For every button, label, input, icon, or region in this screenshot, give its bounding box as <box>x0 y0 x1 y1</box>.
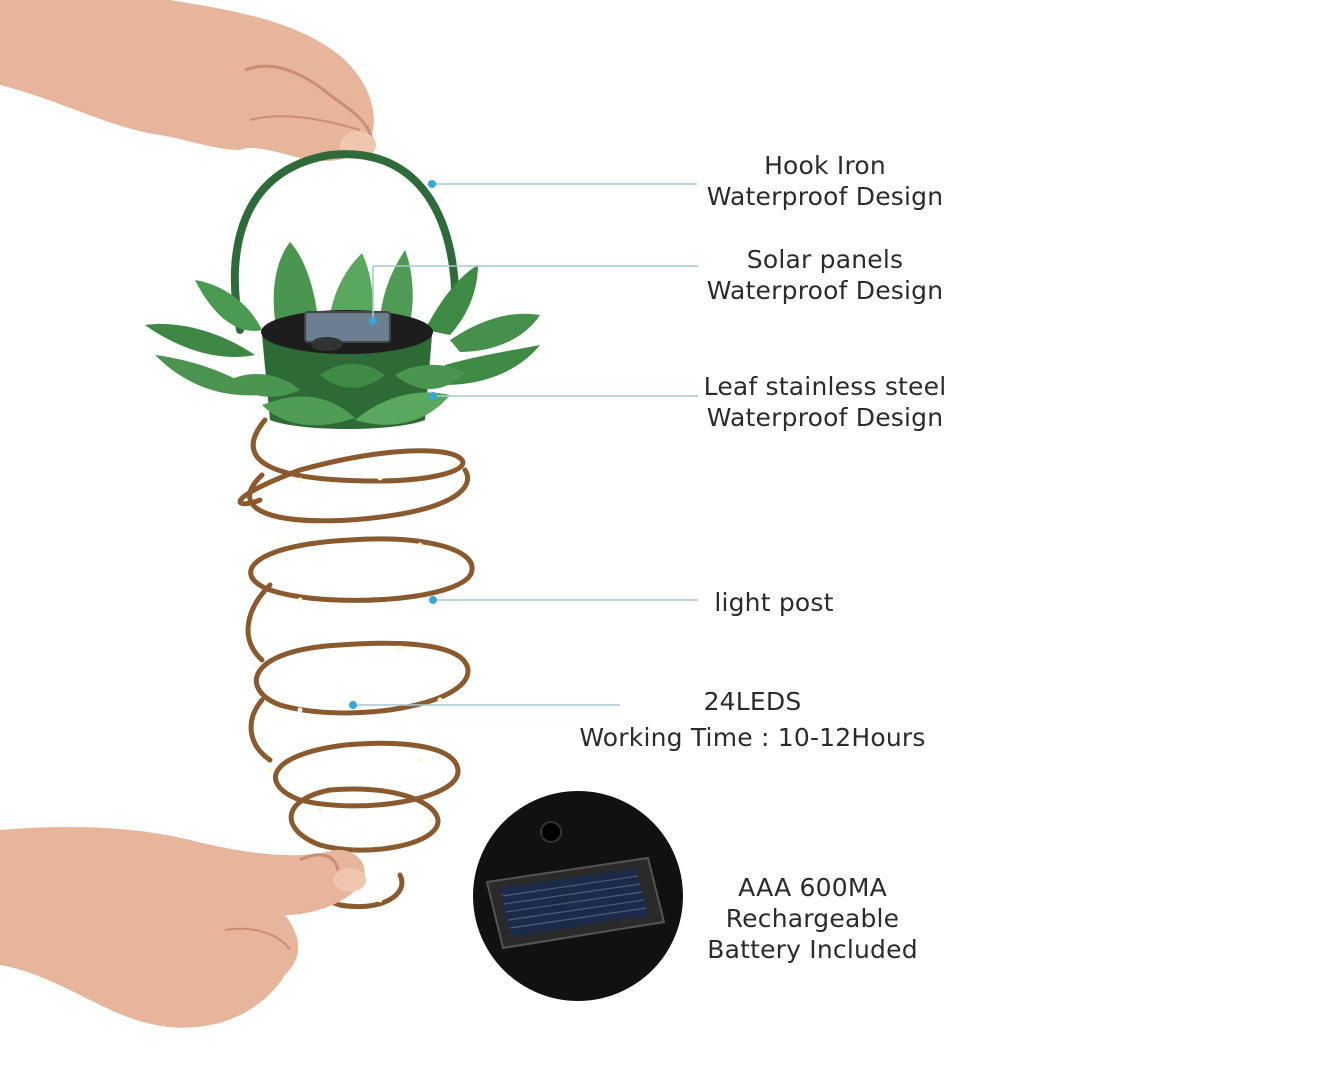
leader-lines <box>353 183 698 706</box>
callout-post-line1: light post <box>714 588 834 617</box>
leader-dots <box>349 180 437 709</box>
callout-battery-line1: AAA 600MA <box>738 873 887 902</box>
leaf-crown <box>145 242 540 429</box>
callout-leaf-line1: Leaf stainless steel <box>703 372 947 401</box>
top-hand-illustration <box>0 0 376 161</box>
led-spiral-wire <box>237 417 475 909</box>
callout-hook: Hook Iron Waterproof Design <box>700 150 950 212</box>
solar-panel-inset <box>473 791 683 1001</box>
callout-solar-line1: Solar panels <box>746 245 904 274</box>
callout-solar: Solar panels Waterproof Design <box>700 244 950 306</box>
hook-handle <box>231 150 460 334</box>
callout-leds-line1: 24LEDS <box>703 687 802 716</box>
callout-battery-line3: Battery Included <box>707 935 918 964</box>
callout-hook-line2: Waterproof Design <box>706 182 944 211</box>
bottom-hand-illustration <box>0 827 366 1028</box>
callout-post: light post <box>704 587 844 618</box>
callout-leds: 24LEDS Working Time : 10-12Hours <box>570 686 935 753</box>
callout-solar-line2: Waterproof Design <box>706 276 944 305</box>
callout-hook-line1: Hook Iron <box>764 151 886 180</box>
callout-battery: AAA 600MA Rechargeable Battery Included <box>700 872 925 965</box>
callout-battery-line2: Rechargeable <box>725 904 900 933</box>
led-dots <box>252 462 458 903</box>
callout-leaf-line2: Waterproof Design <box>706 403 944 432</box>
callout-leds-line2: Working Time : 10-12Hours <box>579 723 926 752</box>
callout-leaf: Leaf stainless steel Waterproof Design <box>700 371 950 433</box>
